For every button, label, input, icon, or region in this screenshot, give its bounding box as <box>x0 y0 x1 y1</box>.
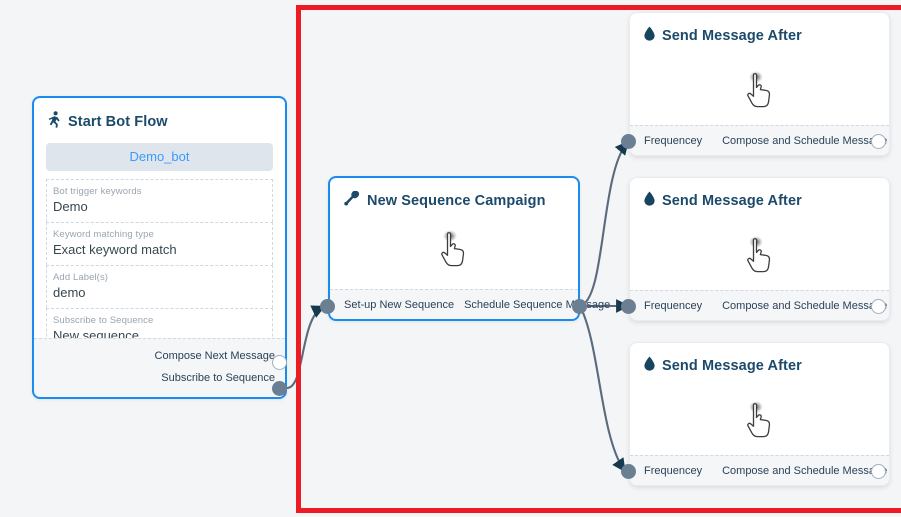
field-value: Exact keyword match <box>53 242 177 257</box>
output-port-schedule-sequence-message[interactable] <box>572 299 587 314</box>
node-new-sequence-campaign-footer: Set-up New Sequence Schedule Sequence Me… <box>330 289 610 319</box>
output-port-compose-and-schedule-message-2[interactable] <box>871 299 886 314</box>
input-port-frequencey-2[interactable] <box>621 299 636 314</box>
running-person-icon <box>48 111 61 132</box>
megaphone-icon <box>344 190 360 210</box>
output-port-label: Compose and Schedule Message <box>722 299 888 312</box>
node-click-target-area[interactable] <box>630 384 889 460</box>
node-send-message-after-1-title: Send Message After <box>630 13 889 54</box>
output-port-compose-and-schedule-message-3[interactable] <box>871 464 886 479</box>
input-port-label: Set-up New Sequence <box>344 298 455 311</box>
port-label: Subscribe to Sequence <box>161 372 275 384</box>
port-row-subscribe-to-sequence[interactable]: Subscribe to Sequence <box>34 367 285 389</box>
node-click-target-area[interactable] <box>630 54 889 130</box>
output-port-compose-next-message[interactable] <box>272 355 287 370</box>
field-label: Bot trigger keywords <box>53 186 142 197</box>
node-start-bot-flow[interactable]: Start Bot Flow Demo_bot Bot trigger keyw… <box>32 96 287 399</box>
node-title-text: New Sequence Campaign <box>367 192 546 209</box>
field-label: Subscribe to Sequence <box>53 315 154 326</box>
node-send-message-after-2-title: Send Message After <box>630 178 889 219</box>
node-send-message-after-3-title: Send Message After <box>630 343 889 384</box>
input-port-label: Frequencey <box>644 134 703 147</box>
node-send-message-after-1-footer: Frequencey Compose and Schedule Message <box>630 125 889 155</box>
node-send-message-after-3-footer: Frequencey Compose and Schedule Message <box>630 455 889 485</box>
bot-name-pill[interactable]: Demo_bot <box>46 143 273 171</box>
node-send-message-after-3[interactable]: Send Message After Frequenc <box>629 342 890 486</box>
pointing-hand-cursor <box>743 235 777 280</box>
field-label: Keyword matching type <box>53 229 154 240</box>
node-title-text: Send Message After <box>662 357 802 374</box>
input-port-setup-new-sequence[interactable] <box>320 299 335 314</box>
output-port-label: Compose and Schedule Message <box>722 134 888 147</box>
field-value: Demo <box>53 199 88 214</box>
field-keyword-matching-type[interactable]: Keyword matching type Exact keyword matc… <box>46 222 273 265</box>
pointing-hand-cursor <box>437 229 471 274</box>
node-start-bot-flow-title: Start Bot Flow <box>34 98 285 141</box>
input-port-frequencey-3[interactable] <box>621 464 636 479</box>
pointing-hand-cursor <box>743 70 777 115</box>
node-click-target-area[interactable] <box>630 219 889 295</box>
node-click-target-area[interactable] <box>330 219 578 283</box>
droplet-icon <box>644 191 655 210</box>
droplet-icon <box>644 26 655 45</box>
pointing-hand-cursor <box>743 400 777 445</box>
output-port-subscribe-to-sequence[interactable] <box>272 381 287 396</box>
node-new-sequence-campaign-title: New Sequence Campaign <box>330 178 578 219</box>
field-add-labels[interactable]: Add Label(s) demo <box>46 265 273 308</box>
output-port-compose-and-schedule-message-1[interactable] <box>871 134 886 149</box>
droplet-icon <box>644 356 655 375</box>
node-send-message-after-1[interactable]: Send Message After Frequenc <box>629 12 890 156</box>
output-port-label: Schedule Sequence Message <box>464 298 611 311</box>
field-label: Add Label(s) <box>53 272 109 283</box>
input-port-frequencey-1[interactable] <box>621 134 636 149</box>
input-port-label: Frequencey <box>644 464 703 477</box>
field-list: Bot trigger keywords Demo Keyword matchi… <box>46 179 273 352</box>
port-row-compose-next-message[interactable]: Compose Next Message <box>34 345 285 367</box>
node-send-message-after-2[interactable]: Send Message After Frequenc <box>629 177 890 321</box>
node-start-bot-flow-footer: Compose Next Message Subscribe to Sequen… <box>34 338 285 397</box>
edge-sequence-to-card-1 <box>579 140 629 308</box>
node-title-text: Send Message After <box>662 27 802 44</box>
node-title-text: Start Bot Flow <box>68 113 168 130</box>
field-bot-trigger-keywords[interactable]: Bot trigger keywords Demo <box>46 179 273 222</box>
node-new-sequence-campaign[interactable]: New Sequence Campaign Set <box>328 176 610 321</box>
node-title-text: Send Message After <box>662 192 802 209</box>
field-value: demo <box>53 285 86 300</box>
output-port-label: Compose and Schedule Message <box>722 464 888 477</box>
node-send-message-after-2-footer: Frequencey Compose and Schedule Message <box>630 290 889 320</box>
port-label: Compose Next Message <box>154 350 275 362</box>
edge-start-to-sequence <box>286 305 326 390</box>
edge-sequence-to-card-3 <box>579 305 626 473</box>
input-port-label: Frequencey <box>644 299 703 312</box>
